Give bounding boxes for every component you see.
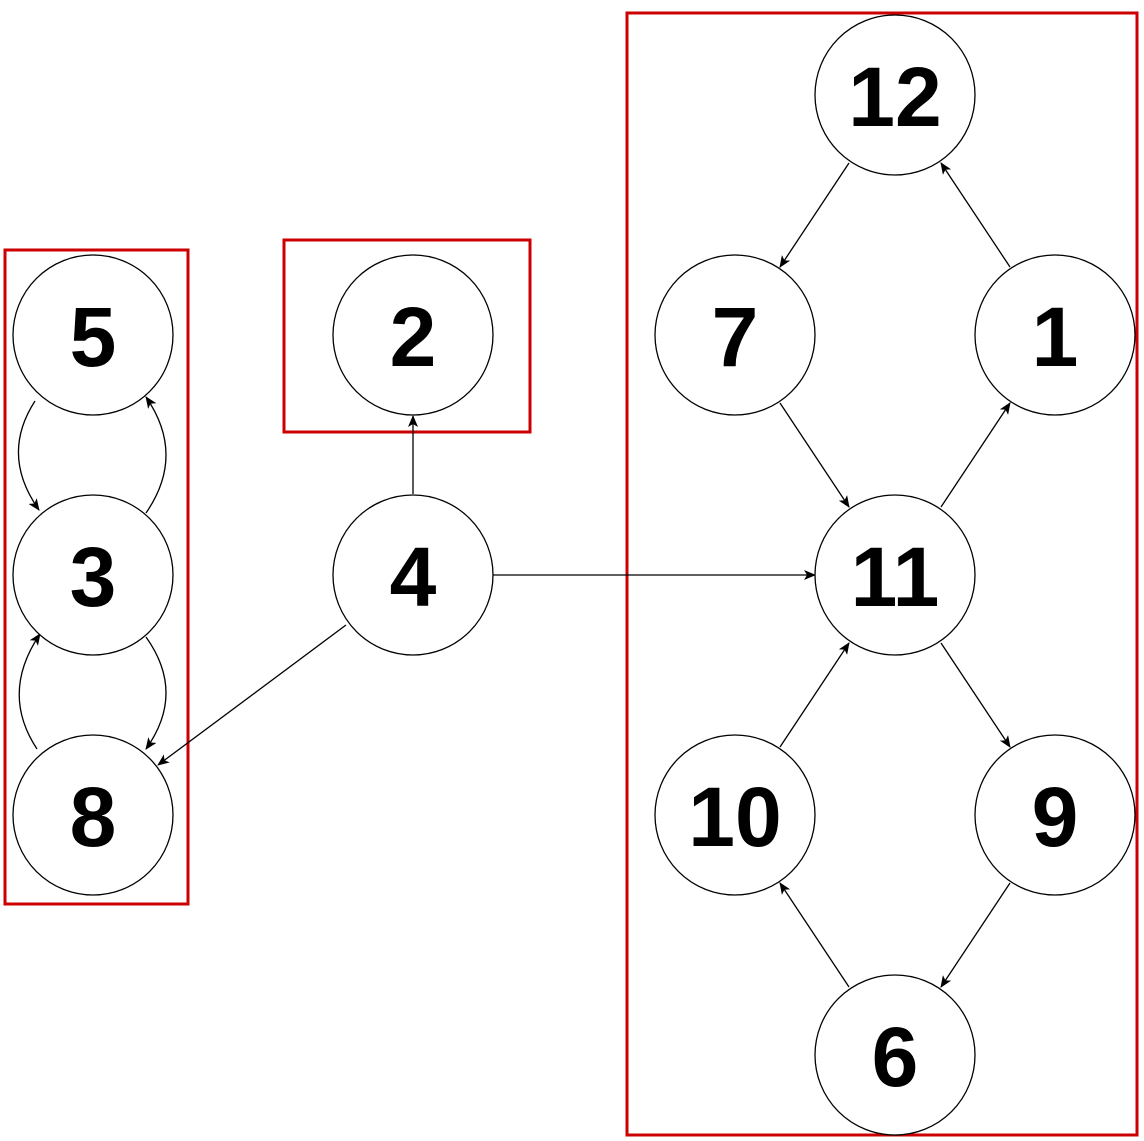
node-10: 10: [654, 734, 816, 896]
node-11-label: 11: [851, 530, 940, 624]
node-7-label: 7: [712, 290, 759, 384]
node-4: 4: [332, 494, 494, 656]
edge-8-to-3: [18, 633, 41, 750]
group-box-left: [3, 248, 190, 906]
node-10-label: 10: [688, 770, 781, 864]
edge-11-to-1: [940, 402, 1011, 508]
node-8: 8: [12, 734, 174, 896]
edge-3-to-8: [145, 636, 167, 750]
node-2: 2: [332, 254, 494, 416]
edge-10-to-11: [779, 642, 850, 748]
node-5: 5: [12, 254, 174, 416]
node-7: 7: [654, 254, 816, 416]
node-9: 9: [974, 734, 1136, 896]
edge-11-to-9: [940, 642, 1011, 748]
node-8-label: 8: [70, 770, 117, 864]
node-4-label: 4: [390, 530, 437, 624]
group-box-2: [282, 238, 532, 434]
node-11: 11: [814, 494, 976, 656]
edge-6-to-10: [779, 882, 850, 988]
node-3: 3: [12, 494, 174, 656]
edge-4-to-8: [157, 624, 347, 766]
edge-9-to-6: [940, 882, 1011, 988]
node-12: 12: [814, 14, 976, 176]
node-9-label: 9: [1032, 770, 1079, 864]
node-12-label: 12: [848, 50, 941, 144]
node-1: 1: [974, 254, 1136, 416]
node-2-label: 2: [390, 290, 437, 384]
node-6: 6: [814, 974, 976, 1136]
node-3-label: 3: [70, 530, 117, 624]
node-6-label: 6: [872, 1010, 919, 1104]
edge-7-to-11: [779, 402, 850, 508]
group-box-right: [625, 11, 1139, 1137]
node-5-label: 5: [70, 290, 117, 384]
edge-1-to-12: [940, 162, 1011, 268]
edge-3-to-5: [145, 396, 167, 514]
node-1-label: 1: [1032, 290, 1079, 384]
edge-12-to-7: [779, 162, 850, 268]
edge-5-to-3: [17, 400, 40, 511]
